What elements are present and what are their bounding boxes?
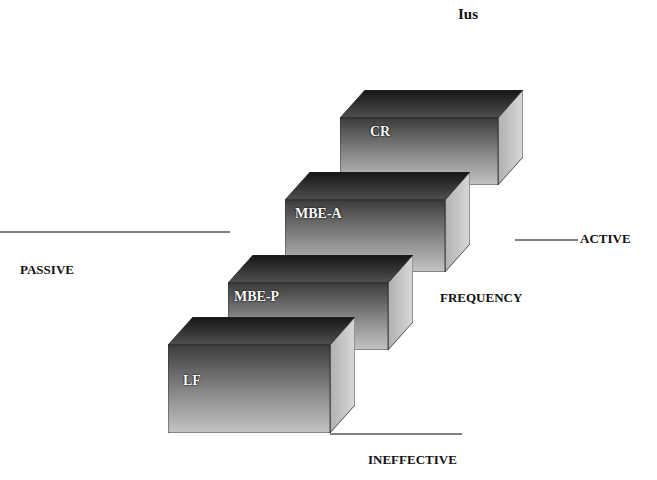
block-top — [285, 172, 470, 200]
block-label: CR — [370, 124, 390, 140]
step-block: LF — [168, 317, 355, 433]
block-label: LF — [183, 373, 201, 389]
block-side — [388, 255, 413, 350]
block-shape — [340, 90, 523, 185]
block-top — [340, 90, 523, 118]
block-front — [168, 345, 330, 433]
heading-label: Ius — [458, 6, 478, 23]
active-line — [515, 239, 578, 240]
axis-label: FREQUENCY — [440, 290, 522, 306]
block-label: MBE-A — [295, 206, 342, 222]
block-side — [330, 317, 355, 433]
step-block: CR — [340, 90, 523, 185]
axis-label: INEFFECTIVE — [368, 452, 457, 468]
block-side — [498, 90, 523, 185]
ineffective-line — [330, 433, 462, 434]
axis-label: ACTIVE — [580, 231, 631, 247]
block-top — [228, 255, 413, 283]
passive-line — [0, 231, 230, 232]
block-side — [445, 172, 470, 272]
block-label: MBE-P — [234, 289, 279, 305]
axis-label: PASSIVE — [20, 262, 74, 278]
block-top — [168, 317, 355, 345]
